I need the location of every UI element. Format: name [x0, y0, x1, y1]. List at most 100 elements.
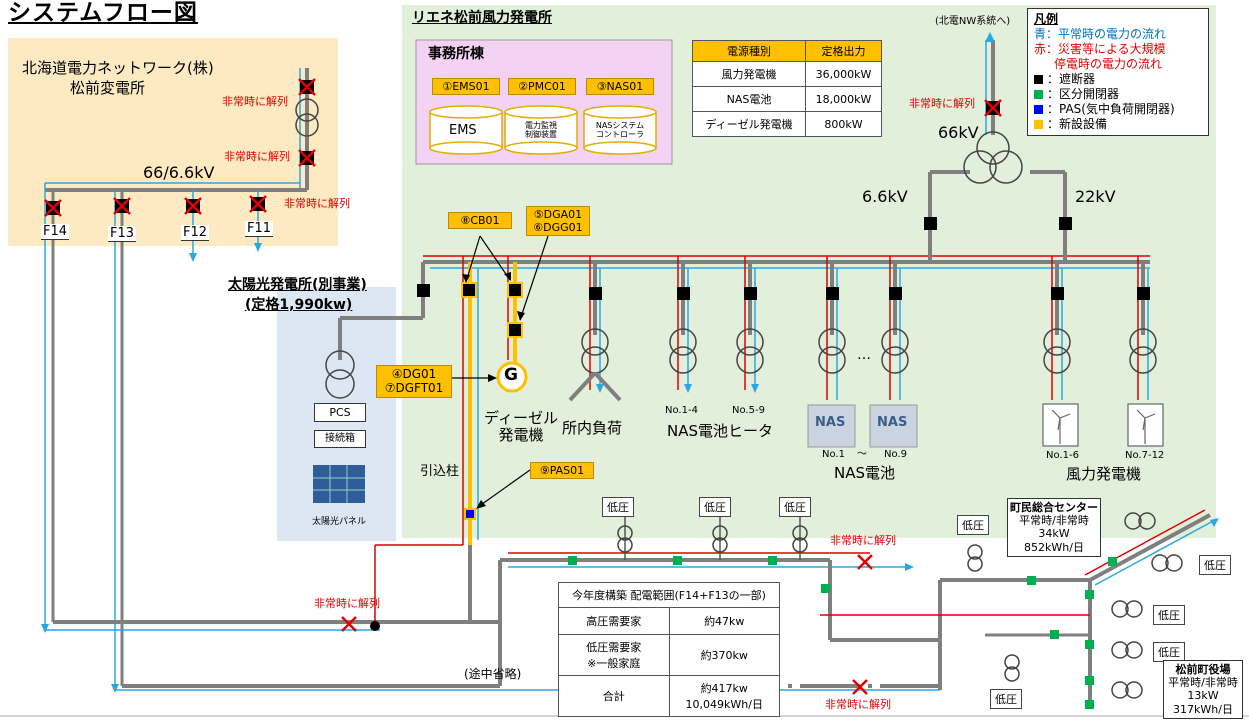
tag-dg01: ④DG01 ⑦DGFT01: [376, 365, 452, 398]
wind-label: 風力発電機: [1066, 465, 1142, 483]
tag-dga01: ⑤DGA01 ⑥DGG01: [526, 206, 590, 237]
community-center-kwh: 852kWh/日: [1024, 540, 1084, 554]
office-tag-pmc: ②PMC01: [508, 78, 576, 96]
legend-red-line-1: 赤：災害等による大規模: [1034, 42, 1166, 56]
hokuden-substation: 松前変電所: [70, 79, 146, 97]
low-voltage-box: 低圧: [779, 497, 811, 517]
nas-tilde: ～: [857, 449, 867, 460]
nas-heater-no59: No.5-9: [732, 405, 765, 416]
voltage-66kv: 66kV: [938, 123, 979, 142]
office-tag-ems: ①EMS01: [432, 78, 500, 96]
omitted-label: (途中省略): [464, 667, 522, 681]
capacity-row-value: 36,000kW: [804, 61, 883, 87]
distribution-row-label: 低圧需要家 ※一般家庭: [558, 634, 670, 676]
community-center-kw: 34kW: [1038, 527, 1070, 541]
emergency-label: 非常時に解列: [284, 197, 350, 210]
house-load-arrows: [568, 371, 622, 402]
capacity-row-value: 18,000kW: [804, 86, 883, 112]
ems-device: EMS: [449, 123, 477, 138]
blue-arrows: [41, 32, 1219, 693]
distribution-row-value: 約370kw: [668, 634, 780, 676]
nas-battery-images: [807, 404, 918, 448]
feeder-f12: F12: [181, 225, 210, 241]
pas-icon: [1034, 105, 1043, 114]
office-tag-nas: ③NAS01: [586, 78, 654, 96]
community-center-name: 町民総合センター: [1010, 501, 1098, 514]
feeder-f11: F11: [245, 221, 274, 237]
feeder-f13: F13: [108, 226, 137, 242]
wind-turbine-images: [1042, 403, 1164, 447]
solar-panel-label: 太陽光パネル: [312, 517, 367, 527]
ellipsis: …: [857, 347, 871, 363]
emergency-label: 非常時に解列: [830, 534, 896, 547]
office-name: 事務所棟: [428, 46, 484, 62]
pcs-box: PCS: [314, 403, 366, 423]
distribution-row-label: 高圧需要家: [558, 607, 670, 635]
page-title: システムフロー図: [8, 0, 198, 26]
capacity-row-type: ディーゼル発電機: [692, 111, 806, 137]
low-voltage-box: 低圧: [699, 497, 731, 517]
hikikomi-pole-label: 引込柱: [420, 464, 460, 479]
community-center-mode: 平常時/非常時: [1019, 514, 1089, 528]
distribution-table: 今年度構築 配電範囲(F14+F13の一部) 高圧需要家約47kw 低圧需要家 …: [558, 582, 780, 717]
breakers: [417, 217, 1150, 300]
section-switches: [568, 556, 1117, 709]
low-voltage-box: 低圧: [1199, 555, 1231, 575]
legend-blue-line: 青：平常時の電力の流れ: [1034, 27, 1167, 41]
tag-pas01: ⑨PAS01: [530, 462, 594, 480]
breaker-icon: [1034, 75, 1043, 84]
nas-battery-label: NAS電池: [834, 464, 896, 482]
legend-item-label: ：PAS(気中負荷開閉器): [1047, 102, 1175, 116]
nas-no9: No.9: [884, 449, 907, 460]
nas-heater-no14: No.1-4: [665, 405, 698, 416]
town-hall-mode: 平常時/非常時: [1168, 676, 1238, 690]
feeder-f14: F14: [41, 224, 70, 240]
wind-no712: No.7-12: [1125, 450, 1165, 461]
opened-breakers: [44, 78, 1002, 695]
hokuden-region: [8, 38, 338, 246]
section-switch-icon: [1034, 90, 1043, 99]
diesel-generator-label: ディーゼル 発電機: [484, 409, 558, 445]
town-hall-box: 松前町役場 平常時/非常時 13kW 317kWh/日: [1163, 660, 1243, 719]
legend-title: 凡例: [1034, 12, 1059, 26]
new-breakers: [461, 282, 523, 520]
distribution-header: 今年度構築 配電範囲(F14+F13の一部): [558, 582, 780, 608]
legend: 凡例 青：平常時の電力の流れ 赤：災害等による大規模 停電時の電力の流れ ：遮断…: [1027, 8, 1209, 136]
distribution-row-value: 約47kw: [668, 607, 780, 635]
town-hall-name: 松前町役場: [1175, 663, 1231, 676]
nas-mark-1: NAS: [815, 415, 846, 430]
emergency-label: 非常時に解列: [224, 150, 290, 163]
town-hall-kw: 13kW: [1187, 689, 1219, 703]
emergency-label: 非常時に解列: [314, 597, 380, 610]
solar-panel-image: [313, 465, 365, 503]
nas-no1: No.1: [822, 449, 845, 460]
town-hall-kwh: 317kWh/日: [1173, 702, 1233, 716]
solar-name: 太陽光発電所(別事業): [228, 277, 367, 293]
legend-item-label: ：遮断器: [1047, 72, 1096, 86]
nw-label: (北電NW系統へ): [935, 16, 1011, 27]
hokuden-voltage: 66/6.6kV: [143, 163, 215, 182]
emergency-label: 非常時に解列: [909, 97, 975, 110]
voltage-22kv: 22kV: [1075, 187, 1116, 206]
nas-heater-label: NAS電池ヒータ: [667, 422, 774, 440]
voltage-6-6kv: 6.6kV: [862, 187, 908, 206]
house-load-label: 所内負荷: [562, 419, 623, 437]
legend-item-label: ：区分開閉器: [1047, 87, 1120, 101]
junction-box: 接続箱: [314, 430, 366, 448]
solar-rating: (定格1,990kw): [245, 297, 353, 313]
low-voltage-box: 低圧: [1153, 642, 1185, 662]
community-center-box: 町民総合センター 平常時/非常時 34kW 852kWh/日: [1007, 498, 1101, 557]
capacity-row-type: 風力発電機: [692, 61, 806, 87]
hokuden-name: 北海道電力ネットワーク(株): [22, 59, 214, 77]
power-monitor-device: 電力監視 制御装置: [525, 121, 557, 140]
generator-symbol: [496, 361, 528, 393]
legend-item: ：遮断器: [1034, 72, 1202, 87]
capacity-header-type: 電源種別: [692, 40, 806, 62]
office-cylinders: [429, 105, 657, 155]
distribution-row-label: 合計: [558, 675, 670, 717]
capacity-row-value: 800kW: [804, 111, 883, 137]
nas-controller-device: NASシステム コントローラ: [595, 121, 645, 140]
low-voltage-box: 低圧: [1153, 605, 1185, 625]
